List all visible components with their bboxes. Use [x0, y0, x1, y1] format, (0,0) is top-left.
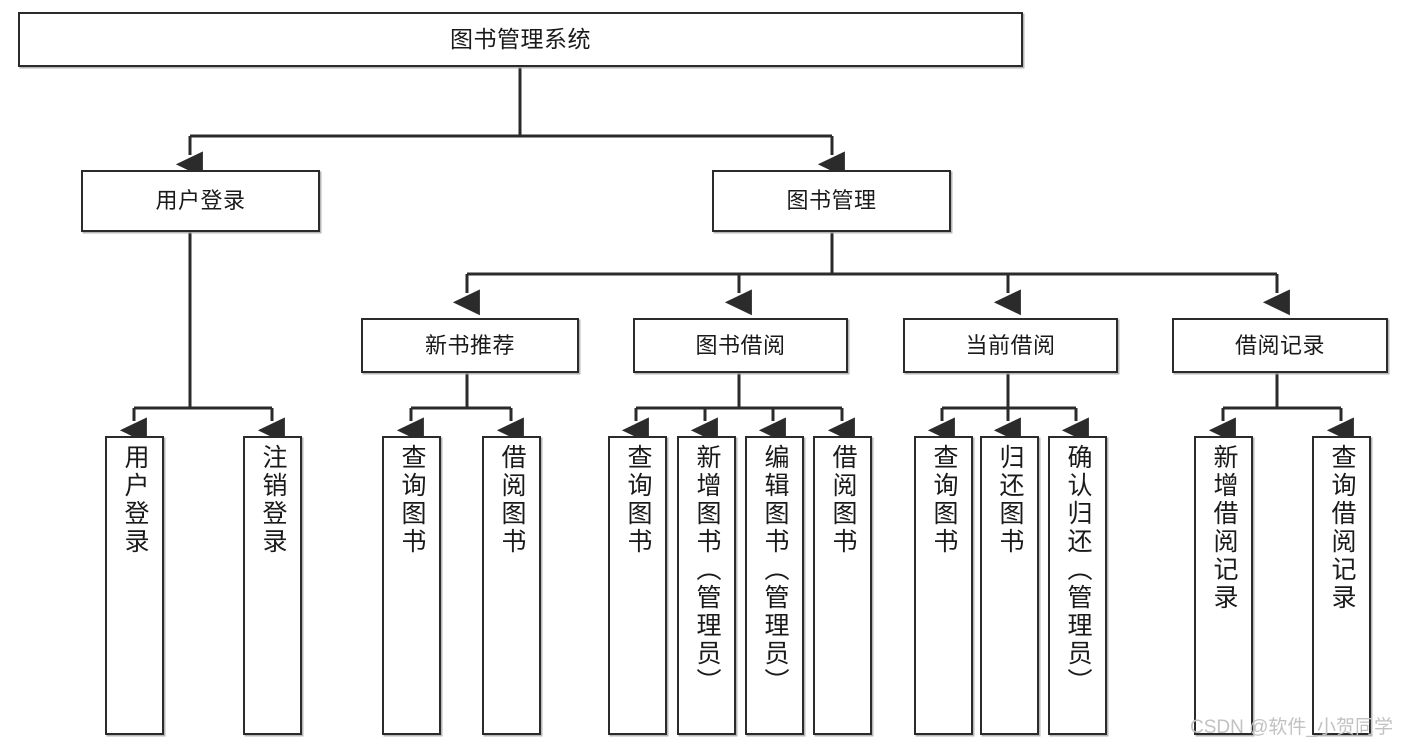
- node-label: 查询图书: [624, 444, 652, 556]
- leaf-query-borrow-record[interactable]: 查询借阅记录: [1312, 436, 1371, 735]
- leaf-logout[interactable]: 注销登录: [243, 436, 302, 735]
- leaf-return-book[interactable]: 归还图书: [980, 436, 1039, 735]
- node-label: 确认归还（管理员）: [1064, 444, 1092, 696]
- node-new-book-recommend[interactable]: 新书推荐: [361, 318, 579, 373]
- leaf-query-book-current[interactable]: 查询图书: [914, 436, 973, 735]
- node-label: 查询图书: [930, 444, 958, 556]
- node-user-login[interactable]: 用户登录: [81, 170, 320, 232]
- node-label: 用户登录: [155, 188, 246, 214]
- node-label: 归还图书: [996, 444, 1024, 556]
- leaf-add-borrow-record[interactable]: 新增借阅记录: [1194, 436, 1253, 735]
- node-book-borrow[interactable]: 图书借阅: [633, 318, 848, 373]
- node-label: 新增借阅记录: [1210, 444, 1238, 612]
- node-label: 图书借阅: [695, 332, 786, 358]
- node-label: 新书推荐: [424, 332, 515, 358]
- node-borrow-records[interactable]: 借阅记录: [1172, 318, 1388, 373]
- node-label: 查询图书: [398, 444, 426, 556]
- node-root-library-system[interactable]: 图书管理系统: [18, 12, 1023, 67]
- node-label: 查询借阅记录: [1328, 444, 1356, 612]
- node-label: 编辑图书（管理员）: [761, 444, 789, 696]
- node-label: 注销登录: [259, 444, 287, 556]
- node-label: 用户登录: [121, 444, 149, 556]
- leaf-confirm-return-admin[interactable]: 确认归还（管理员）: [1048, 436, 1107, 735]
- node-label: 当前借阅: [965, 332, 1056, 358]
- node-current-borrow[interactable]: 当前借阅: [903, 318, 1118, 373]
- node-label: 图书管理: [786, 188, 877, 214]
- leaf-add-book-admin[interactable]: 新增图书（管理员）: [677, 436, 736, 735]
- node-label: 借阅记录: [1234, 332, 1325, 358]
- node-label: 借阅图书: [498, 444, 526, 556]
- leaf-borrow-book[interactable]: 借阅图书: [813, 436, 872, 735]
- watermark-text: CSDN @软件_小贺同学: [1190, 717, 1393, 738]
- leaf-query-book-recommend[interactable]: 查询图书: [382, 436, 441, 735]
- node-label: 借阅图书: [829, 444, 857, 556]
- node-book-management[interactable]: 图书管理: [712, 170, 951, 232]
- node-label: 图书管理系统: [450, 26, 591, 53]
- leaf-query-book-borrow[interactable]: 查询图书: [608, 436, 667, 735]
- leaf-edit-book-admin[interactable]: 编辑图书（管理员）: [745, 436, 804, 735]
- leaf-user-login[interactable]: 用户登录: [105, 436, 164, 735]
- leaf-borrow-book-recommend[interactable]: 借阅图书: [482, 436, 541, 735]
- node-label: 新增图书（管理员）: [693, 444, 721, 696]
